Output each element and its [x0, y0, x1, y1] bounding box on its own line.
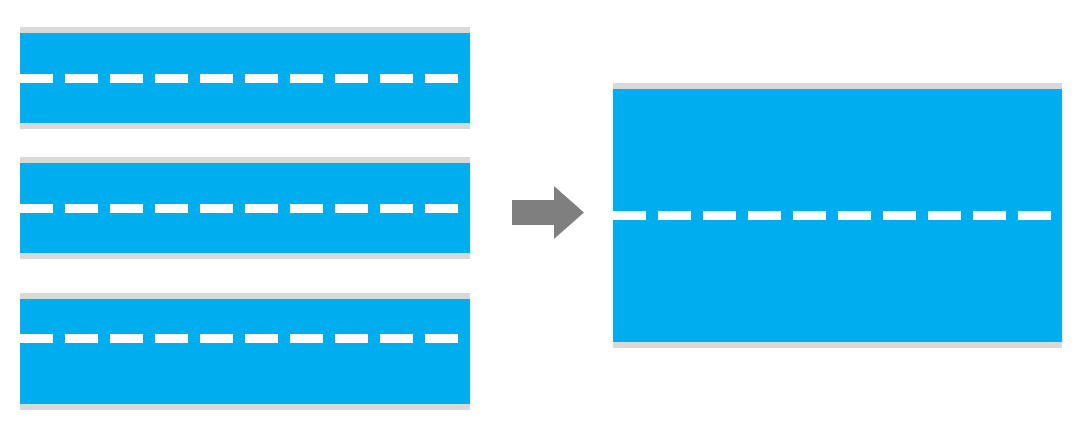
road-strip-3[interactable]: [20, 293, 470, 410]
lane-marking-dashed: [20, 204, 470, 213]
road-shoulder-bottom: [20, 123, 470, 129]
lane-marking-dashed: [613, 211, 1062, 220]
road-strip-1[interactable]: [20, 27, 470, 129]
merged-road[interactable]: [613, 83, 1062, 348]
road-shoulder-top: [20, 157, 470, 163]
lane-marking-dashed: [20, 74, 470, 83]
road-shoulder-top: [613, 83, 1062, 89]
road-strip-2[interactable]: [20, 157, 470, 259]
road-shoulder-top: [20, 293, 470, 299]
arrow-right-shape: [512, 186, 584, 239]
road-shoulder-top: [20, 27, 470, 33]
roadway-surface: [20, 33, 470, 123]
merge-arrow-icon: [512, 186, 584, 239]
road-shoulder-bottom: [20, 404, 470, 410]
road-shoulder-bottom: [613, 342, 1062, 348]
roadway-surface: [613, 89, 1062, 342]
arrow-right-icon: [512, 186, 584, 239]
lane-marking-dashed: [20, 334, 470, 343]
roadway-surface: [20, 299, 470, 404]
roadway-surface: [20, 163, 470, 253]
road-shoulder-bottom: [20, 253, 470, 259]
